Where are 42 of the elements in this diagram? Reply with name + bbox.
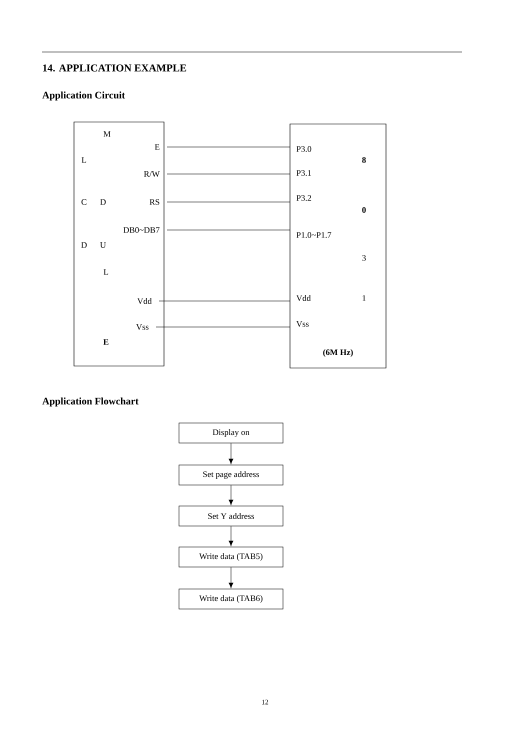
letter-label: D [100,199,106,205]
pin-label: Vss [136,324,148,330]
heading: Application Flowchart [42,397,139,407]
letter-label: 0 [362,207,366,213]
pin-label: P3.0 [296,146,312,152]
arrow [228,567,234,588]
pin-label: R/W [144,171,160,177]
letter-label: D [81,242,87,248]
letter-label: L [82,157,86,163]
pin-label: Vdd [296,295,311,302]
letter-label: C [82,199,86,205]
pin-label: P3.1 [296,170,312,176]
arrow [228,526,234,546]
letter-label: (6M Hz) [323,349,353,357]
pin-label: Vss [296,321,309,327]
process-box: Set page address [178,464,284,486]
wire [158,300,290,302]
wire [156,326,290,328]
process-box: Set Y address [178,506,284,526]
pin-label: P1.0~P1.7 [296,232,332,238]
module-box [74,122,164,366]
heading: 14. APPLICATION EXAMPLE [43,64,186,72]
pin-label: DB0~DB7 [123,227,160,233]
arrow [228,485,234,506]
letter-label: 8 [362,157,366,163]
letter-label: U [100,242,106,248]
pin-label: RS [150,199,160,205]
arrow [228,443,234,464]
process-box: Write data (TAB6) [178,588,284,610]
heading: Application Circuit [42,91,126,101]
pin-label: P3.2 [296,195,312,201]
letter-label: E [103,339,108,345]
pin-label: E [154,144,160,150]
process-box: Display on [178,422,284,444]
letter-label: 3 [362,255,366,261]
letter-label: M [103,131,111,137]
letter-label: L [104,269,108,275]
wire [166,146,290,148]
letter-label: 1 [362,295,366,301]
pin-label: Vdd [137,298,152,304]
module-box [290,124,386,368]
process-box: Write data (TAB5) [178,546,284,568]
